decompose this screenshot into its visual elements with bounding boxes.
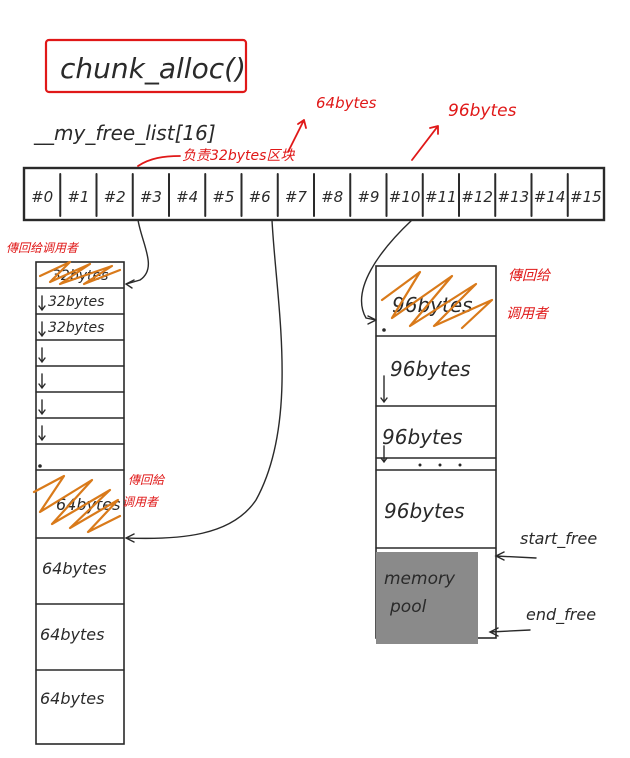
annotation-96bytes-top: 96bytes [411,101,517,161]
returned-block-scribble [380,270,494,330]
svg-text:64bytes: 64bytes [316,94,377,112]
title-box: chunk_alloc() [44,38,248,94]
returned-block-scribble [38,260,122,286]
slot-label: #9 [357,188,379,206]
slot-label: #0 [31,188,53,206]
slot11-connector [360,219,413,321]
free-list-array: #0 #1 #2 #3 #4 #5 #6 #7 #8 #9 #10#11#12 #13#14#15 [22,166,606,222]
slot-label: #5 [212,188,234,206]
memory-pool-block [376,552,478,644]
svg-text:end_free: end_free [526,605,596,625]
free-list-array-label: __my_free_list[16] [33,121,216,145]
memory-pool-label: memory pool [384,569,460,617]
right-block-label: 96bytes [382,425,463,449]
slot-label: #11 [425,188,457,206]
slot-label: #6 [249,188,271,206]
slot-label: #14 [534,188,566,206]
left-small-block-label: 32bytes [48,294,104,310]
left-big-block-label: 64bytes [40,689,104,708]
slot-label: #3 [140,188,162,206]
start-free-pointer: start_free [494,529,597,561]
right-free-list: 96bytes 96bytes 96bytes 96bytes memory p… [375,265,497,644]
returned-block-scribble [32,474,122,534]
right-block-label: 96bytes [384,499,465,523]
slot-label: #4 [176,188,198,206]
slot-label: #1 [67,188,89,206]
annotation-slot3-note: 负责32bytes区块 [137,148,295,167]
title-text: chunk_alloc() [60,52,246,85]
slot-label: #8 [321,188,343,206]
svg-text:96bytes: 96bytes [448,101,517,121]
slot-label: #13 [498,188,530,206]
slot-label: #12 [461,188,493,206]
left-big-block-label: 64bytes [56,495,120,514]
left-big-block-label: 64bytes [42,559,106,578]
slot-label: #2 [104,188,126,206]
slot3-connector [125,219,150,285]
left-note-top: 傳回给调用者 [6,241,80,255]
slot-label: #7 [285,188,308,206]
left-small-block-label: 32bytes [48,320,104,336]
svg-text:负责32bytes区块: 负责32bytes区块 [182,148,295,164]
right-block-label: 96bytes [390,357,471,381]
left-note-mid: 傳回給 调用者 [122,473,168,509]
left-free-list: 32bytes 32bytes 32bytes 64bytes 64bytes … [32,260,125,745]
end-free-pointer: end_free [488,605,596,637]
svg-text:start_free: start_free [520,529,597,549]
right-note-top: 傳回给 调用者 [506,268,554,322]
annotation-64bytes: 64bytes [287,94,377,153]
slot7-connector [125,219,283,540]
slot-label: #15 [570,188,602,206]
slot-label: #10 [389,188,421,206]
left-big-block-label: 64bytes [40,625,104,644]
